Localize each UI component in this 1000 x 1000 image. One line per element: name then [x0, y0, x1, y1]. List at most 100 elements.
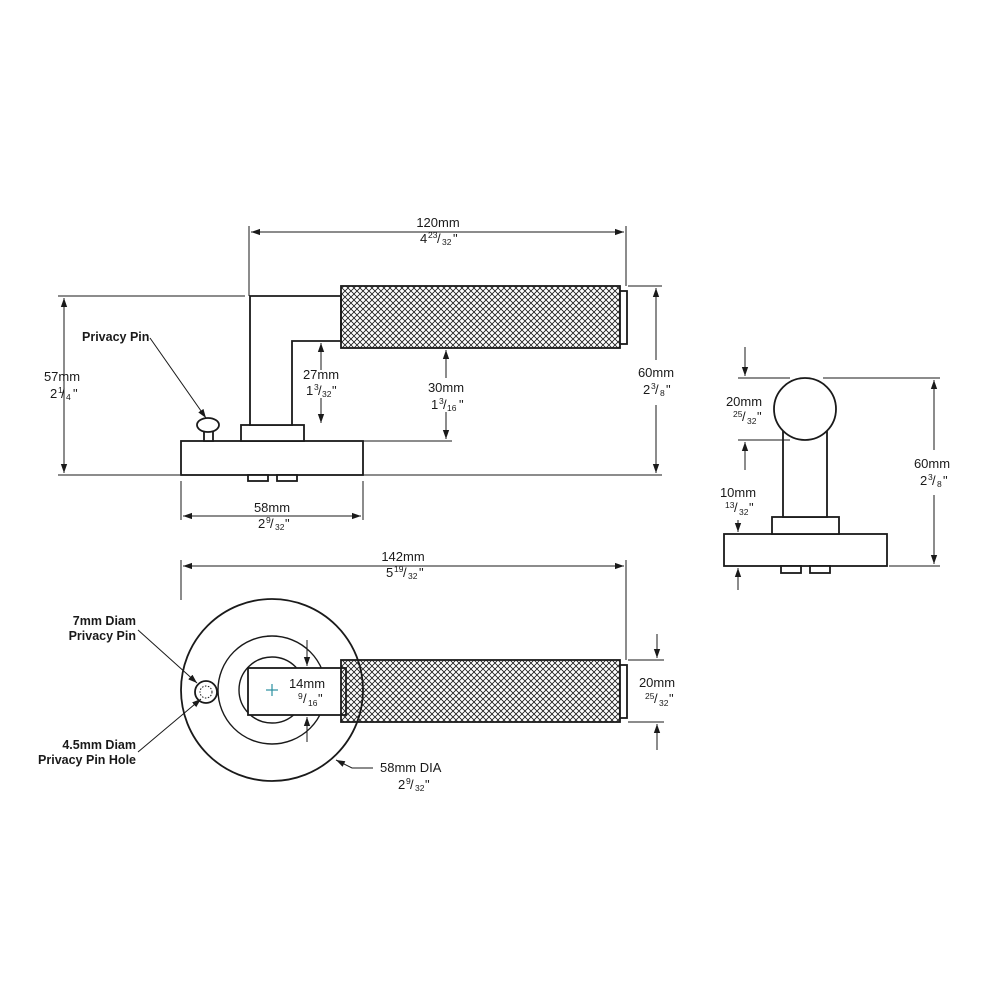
dim-end-10-den: 32: [739, 507, 749, 517]
frac-slash: /: [270, 516, 274, 531]
dim-end-10: 10mm 13 / 32 ": [720, 485, 756, 590]
dim-30-mm: 30mm: [428, 380, 464, 395]
dim-end-60-whole: 2: [920, 473, 927, 488]
dim-58-mm: 58mm: [254, 500, 290, 515]
dim-27-den: 32: [322, 389, 332, 399]
frac-slash: /: [403, 565, 407, 580]
dim-lever-20-num: 25: [645, 691, 655, 701]
dim-end-60-mark: ": [943, 473, 948, 488]
frac-slash: /: [734, 500, 738, 515]
dim-width-120: 120mm 4 23 / 32 ": [248, 215, 627, 296]
dim-height-60-side: 60mm 2 3 / 8 ": [363, 285, 674, 476]
dim-60-side-whole: 2: [643, 382, 650, 397]
dim-end-20-den: 32: [747, 416, 757, 426]
screw-left: [247, 474, 269, 482]
screw-end-left: [780, 565, 802, 574]
pin-diam-line1: 7mm Diam: [73, 614, 136, 628]
dim-30-num: 3: [439, 396, 444, 406]
callout-privacy-pin: Privacy Pin: [82, 330, 207, 419]
dim-end-60-den: 8: [937, 479, 942, 489]
side-view: [180, 285, 628, 482]
callout-pin-diam: 7mm Diam Privacy Pin: [69, 614, 198, 684]
dim-142-mark: ": [419, 565, 424, 580]
dim-width-142: 142mm 5 19 / 32 ": [180, 549, 627, 660]
dim-120-mm: 120mm: [416, 215, 459, 230]
screw-right: [276, 474, 298, 482]
dim-120-num: 23: [428, 230, 438, 240]
dim-30-den: 16: [447, 403, 457, 413]
dim-58-mark: ": [285, 516, 290, 531]
dim-end-10-mm: 10mm: [720, 485, 756, 500]
frac-slash: /: [61, 386, 65, 401]
dim-60-side-num: 3: [651, 381, 656, 391]
dim-120-den: 32: [442, 237, 452, 247]
dim-142-den: 32: [408, 571, 418, 581]
knurled-grip-top: [340, 659, 621, 723]
dim-dia-den: 32: [415, 783, 425, 793]
top-view: [180, 598, 628, 782]
callout-rose-dia: 58mm DIA 2 9 / 32 ": [335, 759, 442, 793]
dim-58-whole: 2: [258, 516, 265, 531]
dim-60-side-mark: ": [666, 382, 671, 397]
callout-pin-hole: 4.5mm Diam Privacy Pin Hole: [38, 698, 202, 767]
dim-60-side-mm: 60mm: [638, 365, 674, 380]
dim-30-whole: 1: [431, 397, 438, 412]
frac-slash: /: [443, 397, 447, 412]
dim-lever-20: 20mm 25 / 32 ": [628, 634, 675, 750]
dim-end-20-num: 25: [733, 409, 743, 419]
dim-rose-58: 58mm 2 9 / 32 ": [180, 481, 364, 532]
center-mark: [266, 684, 278, 696]
dim-height-27: 27mm 1 3 / 32 ": [303, 343, 339, 423]
dim-end-20-mm: 20mm: [726, 394, 762, 409]
frac-slash: /: [410, 777, 414, 792]
dim-lever-20-den: 32: [659, 698, 669, 708]
privacy-pin-label: Privacy Pin: [82, 330, 149, 344]
dim-lever-20-mm: 20mm: [639, 675, 675, 690]
dim-14-den: 16: [308, 698, 318, 708]
frac-slash: /: [742, 409, 746, 424]
dim-lever-20-mark: ": [669, 691, 674, 706]
dim-dia-mm: 58mm DIA: [380, 760, 442, 775]
frac-slash: /: [932, 473, 936, 488]
dim-14-mark: ": [318, 691, 323, 706]
dim-57-whole: 2: [50, 386, 57, 401]
screw-end-right: [809, 565, 831, 574]
dim-142-mm: 142mm: [381, 549, 424, 564]
dim-57-mm: 57mm: [44, 369, 80, 384]
dim-height-30: 30mm 1 3 / 16 ": [363, 350, 464, 442]
spindle-arm: [247, 667, 347, 716]
dim-58-den: 32: [275, 522, 285, 532]
dim-120-mark: ": [453, 231, 458, 246]
dim-end-20-mark: ": [757, 409, 762, 424]
frac-slash: /: [303, 691, 307, 706]
dim-27-mm: 27mm: [303, 367, 339, 382]
collar-end: [771, 516, 840, 535]
dim-end-10-num: 13: [725, 500, 735, 510]
dim-dia-whole: 2: [398, 777, 405, 792]
dim-142-whole: 5: [386, 565, 393, 580]
dim-end-20: 20mm 25 / 32 ": [726, 347, 790, 470]
dim-end-10-mark: ": [749, 500, 754, 515]
dim-142-num: 19: [394, 564, 404, 574]
neck-end: [782, 427, 828, 518]
lever-neck: [249, 295, 342, 426]
pin-hole-line2: Privacy Pin Hole: [38, 753, 136, 767]
dim-height-57: 57mm 2 1 / 4 ": [44, 295, 245, 476]
pin-diam-line2: Privacy Pin: [69, 629, 136, 643]
rose-side: [180, 440, 364, 476]
dim-dia-mark: ": [425, 777, 430, 792]
dim-57-mark: ": [73, 386, 78, 401]
dim-60-side-den: 8: [660, 388, 665, 398]
privacy-pin-top: [194, 680, 218, 704]
dim-27-whole: 1: [306, 383, 313, 398]
dim-14-mm: 14mm: [289, 676, 325, 691]
dim-dia-num: 9: [406, 776, 411, 786]
dim-57-den: 4: [66, 392, 71, 402]
rose-end: [723, 533, 888, 567]
lever-profile: [773, 377, 837, 441]
dim-27-mark: ": [332, 383, 337, 398]
dim-spindle-14: 14mm 9 / 16 ": [289, 640, 325, 742]
frac-slash: /: [654, 691, 658, 706]
dim-58-num: 9: [266, 515, 271, 525]
